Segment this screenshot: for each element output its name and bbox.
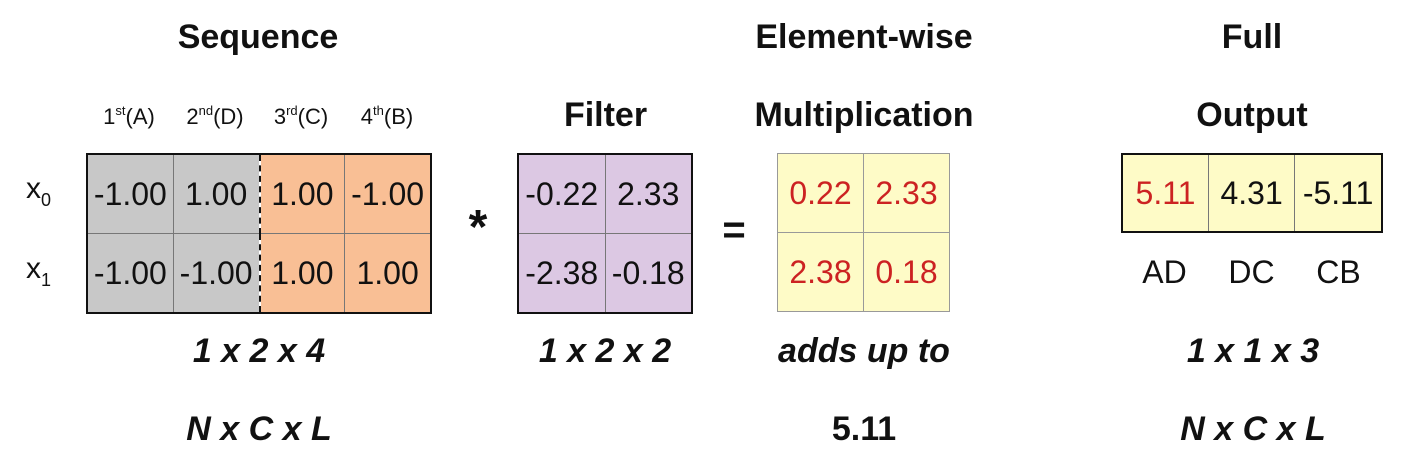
sequence-cell: 1.00 — [258, 153, 346, 234]
filter-cell: -0.18 — [604, 233, 693, 314]
sequence-cell: 1.00 — [344, 233, 432, 314]
row-label-x1: x1 — [26, 252, 52, 290]
output-cell: 4.31 — [1207, 153, 1296, 233]
sequence-cell: -1.00 — [344, 153, 432, 234]
sequence-row-0: -1.00 1.00 1.00 -1.00 — [86, 153, 432, 234]
output-label: AD — [1142, 254, 1187, 290]
product-cell: 0.22 — [777, 153, 864, 233]
sequence-cell: 1.00 — [172, 153, 261, 234]
output-cell: -5.11 — [1294, 153, 1383, 233]
full-output-title-line1: Full — [1221, 18, 1283, 56]
sequence-cell: -1.00 — [172, 233, 261, 314]
sequence-dims: 1 x 2 x 4 — [192, 332, 326, 370]
output-shape: N x C x L — [1180, 410, 1326, 448]
sequence-cell: -1.00 — [86, 233, 174, 314]
elementwise-sum: 5.11 — [831, 410, 897, 448]
column-header-1: 1st(A) — [103, 103, 155, 129]
product-row-1: 2.38 0.18 — [777, 232, 950, 312]
sequence-cell: 1.00 — [258, 233, 346, 314]
output-dims: 1 x 1 x 3 — [1186, 332, 1320, 370]
column-header-4: 4th(B) — [360, 103, 414, 129]
filter-cell: -2.38 — [517, 233, 606, 314]
full-output-title-line2: Output — [1196, 96, 1308, 134]
sequence-title: Sequence — [177, 18, 339, 56]
filter-cell: 2.33 — [604, 153, 693, 234]
output-cell: 5.11 — [1121, 153, 1209, 233]
output-row: 5.11 4.31 -5.11 — [1121, 153, 1383, 233]
row-label-x0: x0 — [26, 172, 52, 210]
elementwise-title-line1: Element-wise — [755, 18, 973, 56]
output-label: CB — [1316, 254, 1361, 290]
product-cell: 2.33 — [863, 153, 950, 233]
sequence-matrix: -1.00 1.00 1.00 -1.00 -1.00 -1.00 1.00 1… — [86, 153, 432, 314]
filter-title: Filter — [563, 96, 648, 134]
output-label: DC — [1228, 254, 1275, 290]
sequence-cell: -1.00 — [86, 153, 174, 234]
adds-up-to-caption: adds up to — [778, 332, 950, 370]
filter-cell: -0.22 — [517, 153, 606, 234]
equals-operator: = — [722, 208, 746, 252]
convolution-operator: * — [468, 201, 488, 254]
sequence-row-1: -1.00 -1.00 1.00 1.00 — [86, 233, 432, 314]
sequence-shape: N x C x L — [186, 410, 332, 448]
filter-row-1: -2.38 -0.18 — [517, 233, 693, 314]
product-row-0: 0.22 2.33 — [777, 153, 950, 233]
product-cell: 2.38 — [777, 232, 864, 312]
elementwise-title-line2: Multiplication — [754, 96, 974, 134]
sequence-column-headers: 1st(A) 2nd(D) 3rd(C) 4th(B) — [86, 104, 432, 130]
output-vector: 5.11 4.31 -5.11 — [1121, 153, 1383, 233]
product-cell: 0.18 — [863, 232, 950, 312]
product-matrix: 0.22 2.33 2.38 0.18 — [777, 153, 950, 312]
column-header-3: 3rd(C) — [273, 103, 329, 129]
column-header-2: 2nd(D) — [186, 103, 244, 129]
output-labels: AD DC CB — [1121, 254, 1383, 291]
filter-matrix: -0.22 2.33 -2.38 -0.18 — [517, 153, 693, 314]
filter-dims: 1 x 2 x 2 — [538, 332, 672, 370]
filter-row-0: -0.22 2.33 — [517, 153, 693, 234]
